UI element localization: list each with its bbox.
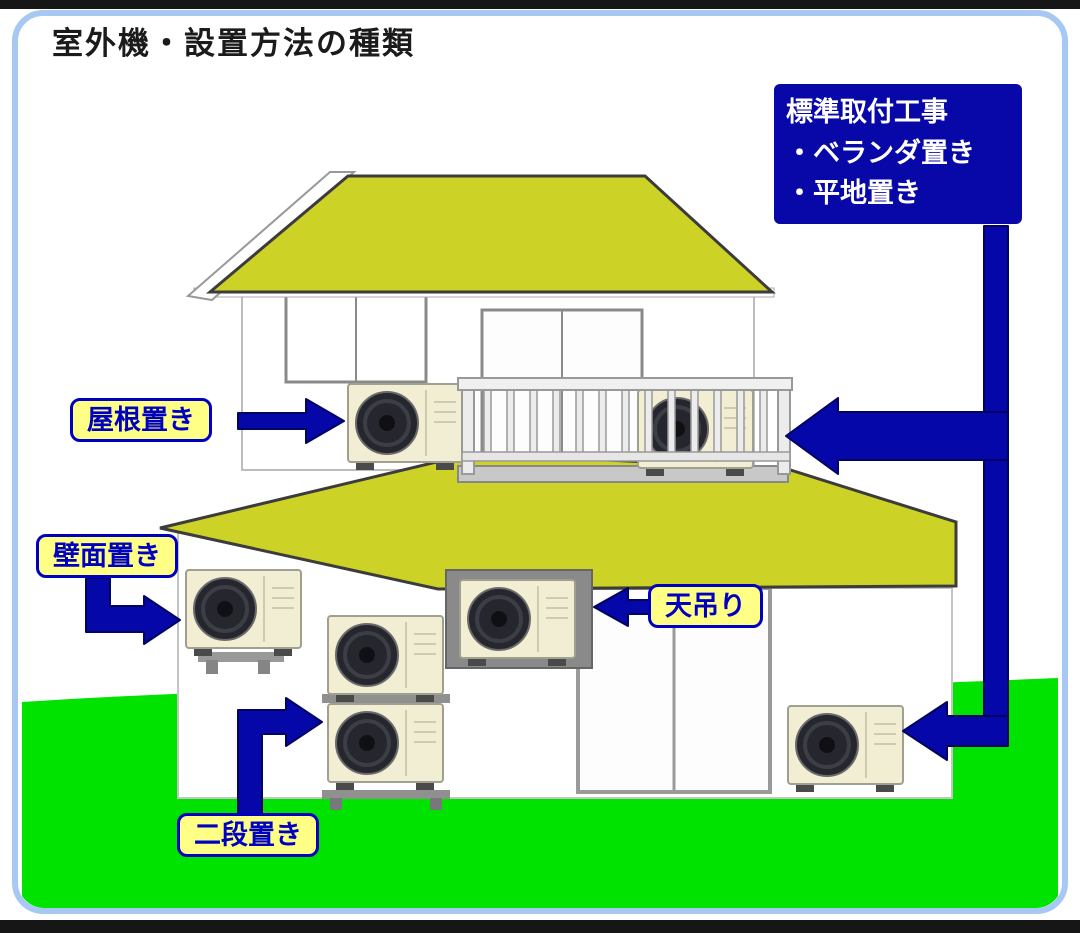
standard-install-arrow-shaft [983,225,1009,736]
info-box-title: 標準取付工事 [786,97,948,127]
wall-label-arrow-icon [85,577,181,645]
letterbox-top [0,0,1080,9]
label-roof-placement: 屋根置き [70,398,212,443]
two-tier-label-arrow-icon [237,697,323,817]
ac-unit-wall-icon [184,568,303,658]
info-box-item-veranda: ・ベランダ置き [786,137,975,168]
frame-border [12,10,1068,914]
upper-roof [205,174,776,294]
ground-arrow-icon [902,701,1009,761]
ac-unit-ground-icon [786,704,905,794]
house [159,171,958,799]
ac-unit-stack-bottom-icon [326,702,445,792]
balcony-arrow-icon [785,397,1009,475]
letterbox-bottom [0,920,1080,933]
roof-label-arrow-icon [237,398,345,444]
page-title: 室外機・設置方法の種類 [52,26,415,61]
ac-unit-stack-top-icon [326,614,445,704]
two-tier-rack [322,694,450,810]
standard-install-info-box: 標準取付工事 ・ベランダ置き ・平地置き [774,84,1022,224]
arrows [85,225,1009,817]
wall-mount-bracket [198,652,284,674]
ac-unit-roof-icon [346,382,465,472]
balcony-railing [457,377,793,475]
label-ceiling-hung: 天吊り [648,584,763,629]
ac-unit-ceiling-icon [458,578,577,668]
info-box-item-flat-ground: ・平地置き [786,178,921,208]
label-wall-placement: 壁面置き [36,534,178,579]
label-two-tier-placement: 二段置き [177,813,319,858]
